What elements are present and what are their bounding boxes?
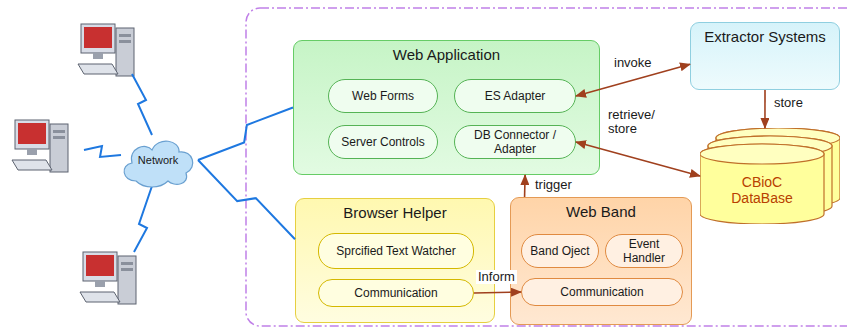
wireless-link — [134, 186, 152, 252]
application-box: Web ApplicationWeb Forms ES AdapterServer… — [293, 40, 600, 175]
computer-icon — [80, 252, 136, 304]
node-label: Band Oject — [530, 244, 589, 258]
database-cylinder: CBioC DataBase — [700, 128, 840, 224]
edge-label: store — [772, 96, 805, 110]
node-label: Communication — [560, 285, 643, 299]
edge-label: retrieve/ store — [606, 108, 668, 136]
wireless-link — [132, 74, 152, 135]
node-label: Web Forms — [352, 89, 414, 103]
edge-label: trigger — [533, 178, 574, 192]
node-label: DB Connector / Adapter — [461, 128, 569, 156]
edge-label: invoke — [612, 56, 654, 70]
wireless-link — [198, 160, 295, 239]
component-pill: DB Connector / Adapter — [454, 125, 576, 159]
edge-label: Inform — [476, 270, 517, 284]
component-pill: Communication — [318, 279, 474, 307]
node-label: CBioC DataBase — [727, 174, 797, 206]
container-box: Browser HelperSprcified Text WatcherComm… — [295, 198, 495, 323]
component-pill: Communication — [521, 278, 683, 306]
box-heading: Extractor Systems — [691, 28, 839, 45]
node-label: Network — [138, 154, 178, 166]
computer-icon — [12, 120, 68, 172]
box-heading: Web Band — [511, 203, 691, 220]
connector-arrow — [524, 175, 526, 197]
node-label: Server Controls — [341, 135, 424, 149]
container-box: Web BandBand Oject Event HandlerCommunica… — [510, 197, 692, 325]
component-pill: Band Oject — [521, 234, 599, 268]
component-pill: Sprcified Text Watcher — [318, 233, 474, 269]
component-pill: ES Adapter — [454, 79, 576, 113]
node-label: Event Handler — [612, 237, 676, 265]
node-label: Sprcified Text Watcher — [336, 244, 455, 258]
component-pill: Web Forms — [328, 79, 438, 113]
wireless-link — [198, 108, 293, 161]
component-pill: Server Controls — [328, 125, 438, 159]
computer-icon — [78, 24, 134, 76]
node-label: Communication — [354, 286, 437, 300]
wireless-link — [84, 146, 121, 157]
component-pill: Event Handler — [605, 234, 683, 268]
network-cloud: Network — [118, 132, 198, 188]
node-label: ES Adapter — [485, 89, 546, 103]
system-boundary — [246, 8, 847, 326]
connector-arrow — [764, 90, 766, 128]
box-heading: Web Application — [294, 46, 599, 63]
system-box: Extractor Systems — [690, 22, 840, 90]
box-heading: Browser Helper — [296, 204, 494, 221]
